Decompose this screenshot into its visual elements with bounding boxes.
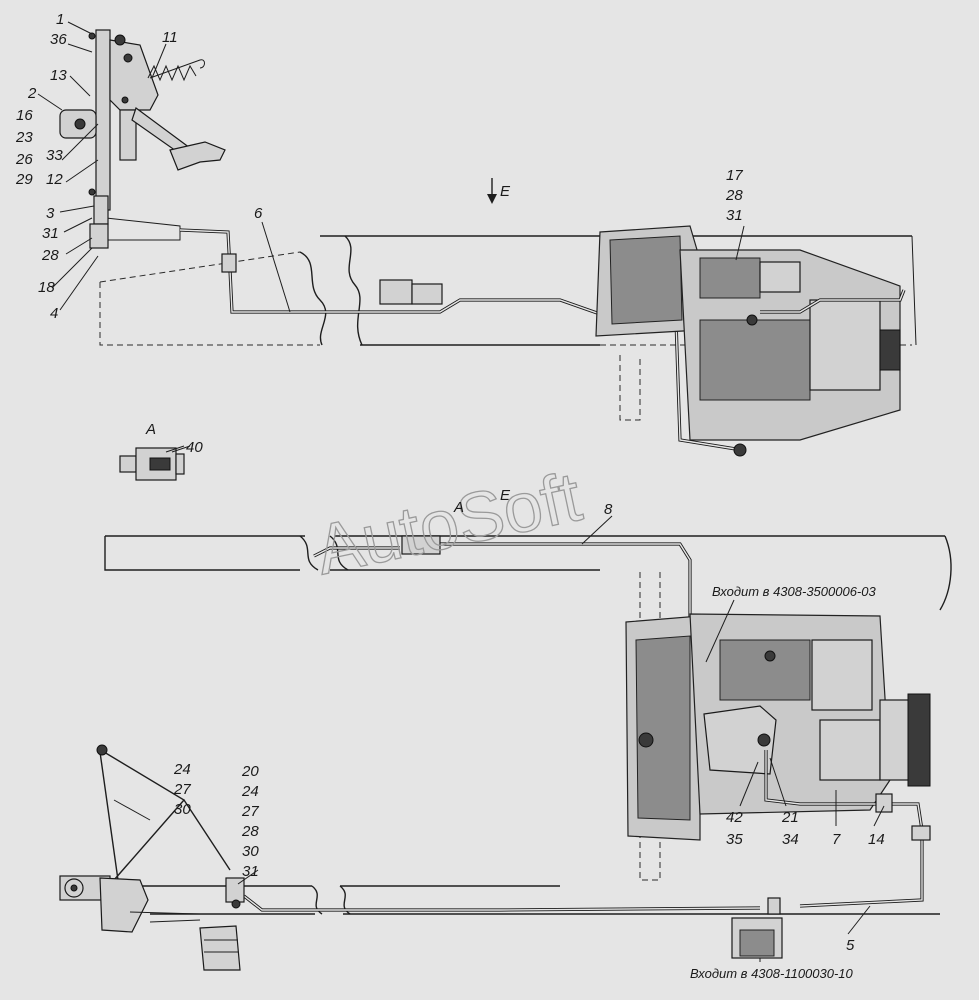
callout-14: 14 [868,831,885,848]
callout-4: 4 [50,305,58,322]
callout-28-top: 28 [41,247,59,264]
clutch-pedal-assembly [59,29,226,249]
callout-6: 6 [254,205,263,222]
view-e-marker: E [500,487,511,504]
callout-30-a: 30 [174,801,191,818]
callout-16: 16 [16,107,33,124]
callout-26: 26 [15,151,33,168]
callout-2: 2 [27,85,37,102]
note-bottom-assembly: Входит в 4308-1100030-10 [690,966,854,981]
callout-29: 29 [15,171,33,188]
callout-42: 42 [726,809,743,826]
callout-1: 1 [56,11,64,28]
callout-17: 17 [726,167,743,184]
callout-28-gearbox: 28 [725,187,743,204]
callout-24-a: 24 [173,761,191,778]
callout-8: 8 [604,501,613,518]
callout-34: 34 [782,831,799,848]
view-a-title: A [145,421,156,438]
callout-35: 35 [726,831,743,848]
callout-31-b: 31 [242,863,259,880]
callout-12: 12 [46,171,63,188]
callout-28-b: 28 [241,823,259,840]
callout-36: 36 [50,31,67,48]
callout-5: 5 [846,937,855,954]
note-top-assembly: Входит в 4308-3500006-03 [712,584,876,599]
view-a-detail [119,445,191,481]
clutch-pedal-assembly-bottom [59,744,245,971]
callout-31-top: 31 [42,225,59,242]
callout-3: 3 [46,205,55,222]
callout-33: 33 [46,147,63,164]
callout-23: 23 [15,129,33,146]
callout-13: 13 [50,67,67,84]
direction-label-e: E [500,183,511,200]
callout-20: 20 [241,763,259,780]
callout-18: 18 [38,279,55,296]
gearbox-top [595,225,906,457]
callout-30-b: 30 [242,843,259,860]
callout-27-a: 27 [173,781,191,798]
view-direction-arrow [487,178,497,204]
pipe-5 [243,750,931,959]
callout-7: 7 [832,831,841,848]
callout-31-gearbox: 31 [726,207,743,224]
leader-lines [37,21,885,962]
callout-11: 11 [162,29,178,46]
callout-27-b: 27 [241,803,259,820]
view-a-marker: A [453,499,464,516]
callout-40: 40 [186,439,203,456]
callout-24-b: 24 [241,783,259,800]
gearbox-bottom [625,613,931,841]
callout-21: 21 [781,809,799,826]
